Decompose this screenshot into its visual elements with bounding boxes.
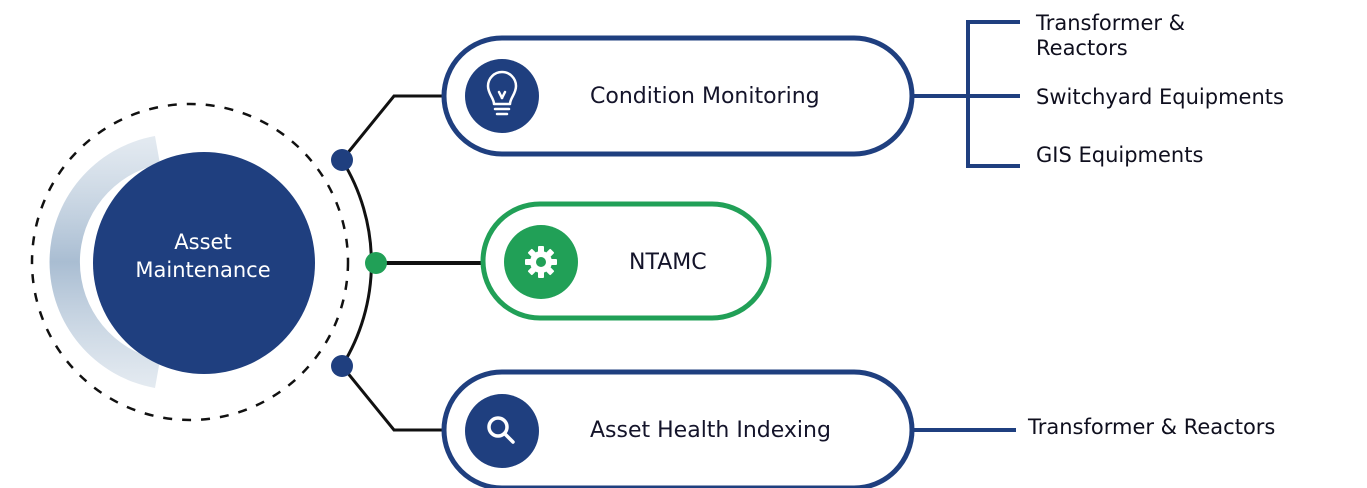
sub-item-transformer-line1: Transformer & bbox=[1036, 11, 1186, 35]
connector-dot-top bbox=[331, 149, 353, 171]
sub-item-gis: GIS Equipments bbox=[1036, 143, 1204, 167]
label-asset-health-indexing: Asset Health Indexing bbox=[590, 418, 831, 443]
connector-dot-middle bbox=[365, 252, 387, 274]
gear-icon bbox=[525, 246, 557, 278]
label-condition-monitoring: Condition Monitoring bbox=[590, 84, 820, 109]
sub-item-transformer-line2: Reactors bbox=[1036, 36, 1128, 60]
label-ntamc: NTAMC bbox=[629, 250, 707, 275]
center-label-line1: Asset bbox=[174, 230, 232, 254]
center-label: Asset Maintenance bbox=[92, 228, 314, 284]
connector-top bbox=[340, 94, 446, 161]
sub-item-switchyard: Switchyard Equipments bbox=[1036, 85, 1284, 109]
connector-bottom bbox=[340, 365, 446, 432]
magnifier-icon-bg bbox=[465, 394, 539, 468]
center-label-line2: Maintenance bbox=[135, 258, 271, 282]
center-node bbox=[93, 152, 315, 374]
magnifier-icon bbox=[487, 416, 515, 444]
light-arc bbox=[49, 136, 160, 388]
dashed-outer-ring bbox=[30, 102, 350, 422]
connector-dot-bottom bbox=[331, 355, 353, 377]
sub-item-transformer-reactors: Transformer & Reactors bbox=[1028, 415, 1276, 439]
lightbulb-icon bbox=[486, 70, 518, 116]
